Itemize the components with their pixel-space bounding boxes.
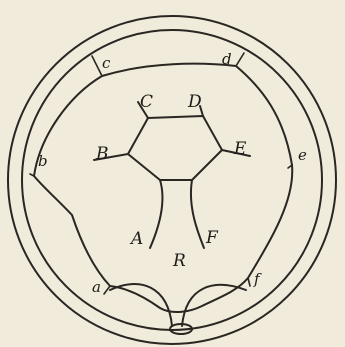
label-a: a [92,278,101,296]
label-E: E [233,139,247,159]
label-d: d [222,50,232,68]
stem-left [150,180,162,248]
stem-right [191,180,204,248]
connector-f [248,278,250,286]
label-F: F [205,228,219,248]
label-D: D [187,92,202,112]
label-b: b [38,152,48,170]
label-R: R [172,251,186,271]
label-C: C [140,92,153,112]
connector-c [92,56,102,76]
label-A: A [129,229,143,249]
connector-d [236,53,244,66]
right-lobe [182,285,246,326]
label-e: e [298,146,307,164]
central-pentagon [128,116,222,180]
label-f: f [253,270,262,288]
label-c: c [102,54,111,72]
label-B: B [95,144,109,164]
